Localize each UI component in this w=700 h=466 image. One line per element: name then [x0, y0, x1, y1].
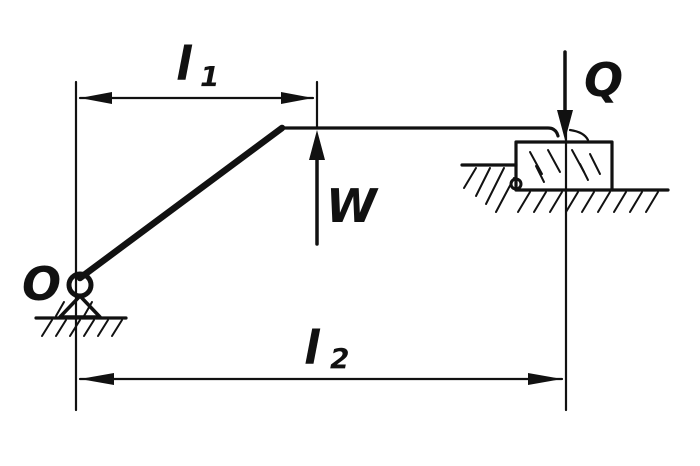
dimension-l2-arrow-right	[528, 373, 562, 385]
dimension-l1-arrow-right	[281, 92, 313, 104]
slider-body-hatching	[529, 149, 601, 183]
label-l1: l 1	[176, 37, 219, 93]
lever-arm-horizontal	[280, 126, 560, 138]
dimension-l2	[78, 373, 564, 385]
dimension-l2-arrow-left	[80, 373, 114, 385]
slider-body	[514, 140, 614, 192]
label-force-w: W	[326, 179, 379, 233]
slide-surface-hatching	[463, 167, 659, 213]
lever-arm-inclined	[76, 124, 286, 282]
svg-text:1: 1	[200, 60, 219, 93]
svg-text:l: l	[176, 37, 193, 91]
force-q-arrow	[557, 50, 590, 142]
label-pivot-o: O	[22, 257, 61, 311]
pivot-ground-hatching	[41, 301, 123, 337]
slider-block	[460, 140, 670, 213]
svg-text:l: l	[304, 321, 321, 375]
dimension-l1	[78, 92, 315, 104]
svg-text:2: 2	[330, 342, 349, 375]
dimension-l1-arrow-left	[80, 92, 112, 104]
force-w-arrow	[309, 130, 325, 246]
label-force-q: Q	[584, 53, 623, 107]
pivot-support	[34, 271, 128, 337]
pivot-triangle	[58, 294, 102, 319]
label-l2: l 2	[304, 321, 349, 375]
